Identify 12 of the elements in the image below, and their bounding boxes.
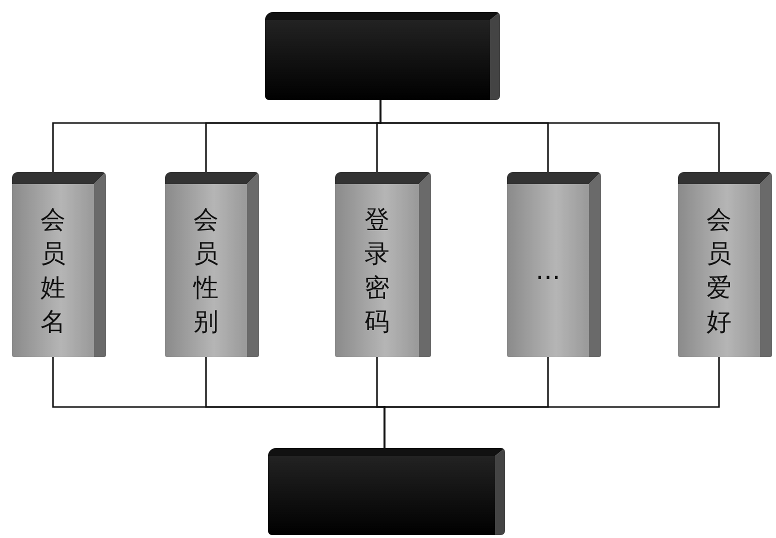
field-label: 会员性别 (193, 204, 219, 338)
block-box (268, 448, 505, 535)
field-label: … (535, 254, 561, 286)
field-label: 登录密码 (364, 204, 390, 338)
field-label: 会员爱好 (706, 204, 732, 338)
block-box (265, 12, 500, 100)
field-box (507, 172, 601, 357)
field-label: 会员姓名 (40, 204, 66, 338)
field-box (12, 172, 106, 357)
field-box (165, 172, 259, 357)
field-box (678, 172, 772, 357)
field-box (335, 172, 431, 357)
